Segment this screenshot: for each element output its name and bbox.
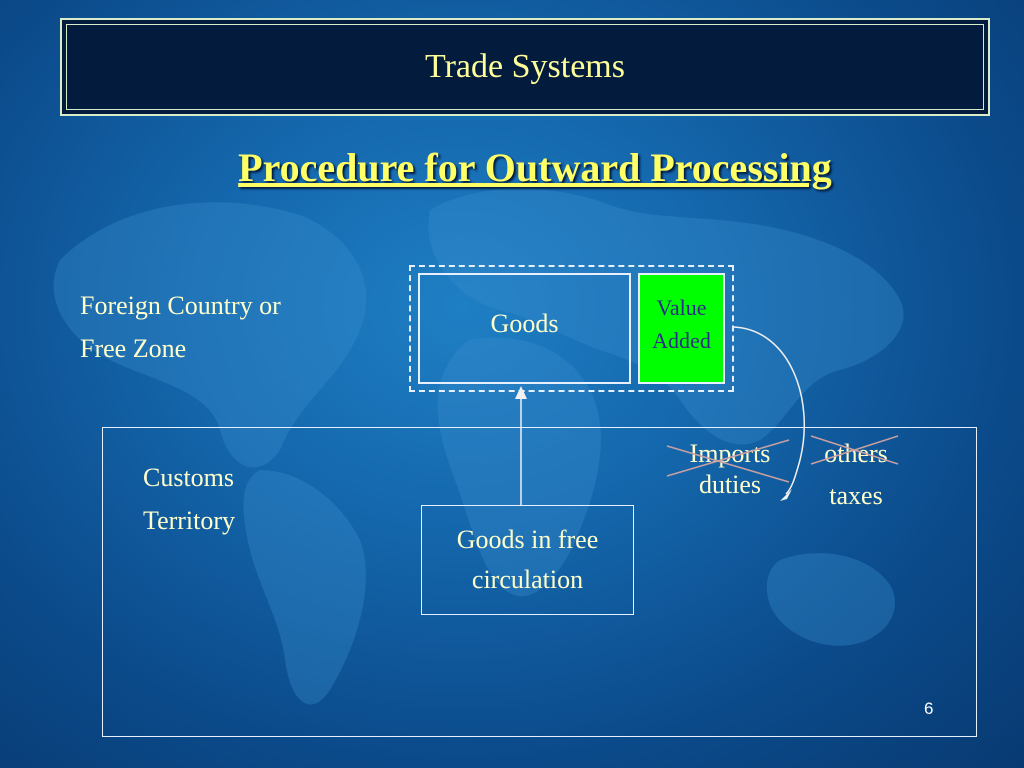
imports-cross-line-2 xyxy=(666,445,790,483)
imports-duties-line2: duties xyxy=(698,470,762,499)
customs-territory-label: Customs Territory xyxy=(143,456,235,542)
customs-territory-line2: Territory xyxy=(143,506,236,535)
export-arrow-head xyxy=(515,386,527,399)
customs-territory-frame xyxy=(102,427,977,737)
slide-title: Trade Systems xyxy=(425,48,625,85)
foreign-zone-label-line2: Free Zone xyxy=(80,334,187,363)
value-added-line1: Value xyxy=(656,294,707,320)
reimport-arrow-line xyxy=(733,326,805,495)
value-added-line2: Added xyxy=(652,327,711,353)
foreign-zone-label: Foreign Country or Free Zone xyxy=(80,284,281,370)
free-circulation-line2: circulation xyxy=(471,565,584,594)
free-circulation-line1: Goods in free xyxy=(456,525,599,554)
goods-label: Goods xyxy=(490,308,559,338)
customs-territory-line1: Customs xyxy=(143,463,235,492)
imports-duties-line1: Imports xyxy=(689,439,771,468)
imports-duties-label: Imports duties xyxy=(664,438,796,500)
others-cross-line-2 xyxy=(810,435,899,465)
value-added-box: Value Added xyxy=(638,273,725,384)
reimport-arrow-head xyxy=(780,489,792,501)
foreign-zone-label-line1: Foreign Country or xyxy=(80,291,281,320)
others-taxes-line2: taxes xyxy=(829,481,883,510)
free-circulation-box: Goods in free circulation xyxy=(421,505,634,615)
imports-cross-line-1 xyxy=(666,439,790,477)
title-bar: Trade Systems xyxy=(60,18,990,116)
goods-box: Goods xyxy=(418,273,631,384)
page-number: 6 xyxy=(924,699,934,718)
slide-subtitle: Procedure for Outward Processing xyxy=(238,145,832,190)
outward-processing-group xyxy=(409,265,734,392)
